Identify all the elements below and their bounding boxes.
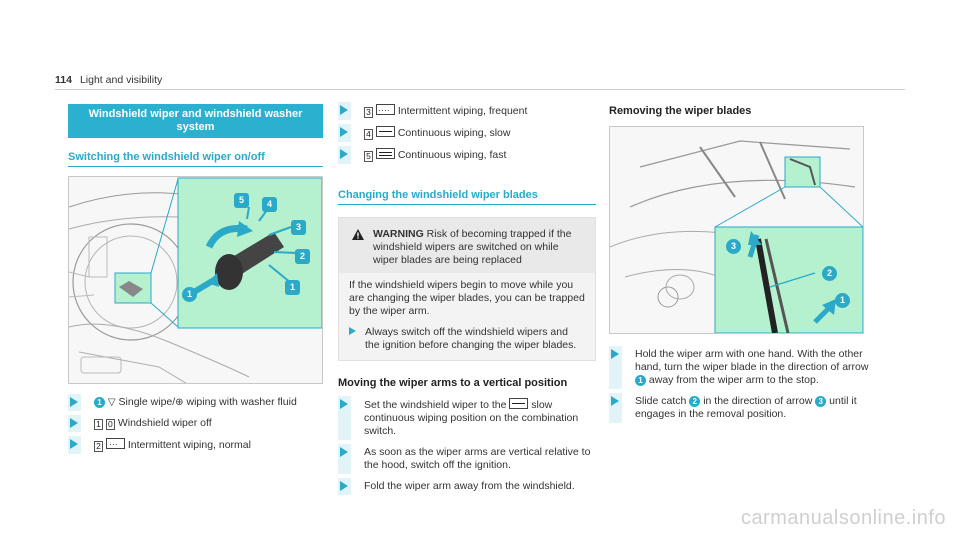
step-intermittent-frequent: 3 ···· Intermittent wiping, frequent [338,102,596,120]
figure-callout-3: 3 [291,220,306,235]
warning-label: WARNING [373,228,424,240]
figure-callout-1-top: 1 [285,280,300,295]
step-arrow-icon [70,397,78,407]
figure-callout-2: 2 [295,249,310,264]
page-number: 114 [55,74,72,86]
single-wipe-text: Single wipe/ [115,396,176,408]
figure-callout-1-bottom: 1 [182,287,197,302]
key-position-2: 2 [94,441,103,452]
set-slow-text-b: slow continuous wiping position on the c… [364,399,579,437]
heading-removing-blades: Removing the wiper blades [609,105,752,117]
step-wiper-off: 1 0 Windshield wiper off [68,415,323,432]
warning-triangle-icon [352,229,364,244]
warning-step-text: Always switch off the windshield wipers … [365,326,577,351]
continuous-fast-text: Continuous wiping, fast [394,149,507,161]
step-arrow-icon [340,481,348,491]
figure-combination-switch: 5 4 3 2 1 1 [68,176,323,384]
slide-catch-text-c: until it engages in the removal position… [635,395,857,420]
washer-text: wiping with washer fluid [183,396,297,408]
slide-catch-text-b: in the direction of arrow [700,395,816,407]
fold-arm-text: Fold the wiper arm away from the windshi… [364,480,575,492]
callout-3: 3 [815,396,827,407]
continuous-slow-icon [375,126,395,137]
intermittent-normal-icon: ··· [105,438,125,449]
step-arrow-icon [611,396,619,406]
figure-callout-2: 2 [822,266,837,281]
column-changing-blades: 3 ···· Intermittent wiping, frequent 4 C… [338,102,596,501]
chapter-title: Light and visibility [79,74,163,86]
single-wipe-icon: ▽ [107,397,116,408]
figure-callout-1: 1 [835,293,850,308]
header-divider [55,89,905,90]
step-arrow-icon [340,447,348,457]
key-position-3: 3 [364,107,373,118]
intermittent-frequent-icon: ···· [375,104,395,115]
warning-box: WARNING Risk of becoming trapped if the … [338,217,596,361]
figure-callout-5: 5 [234,193,249,208]
warning-header: WARNING Risk of becoming trapped if the … [339,218,595,273]
wiper-speed-steps: 3 ···· Intermittent wiping, frequent 4 C… [338,102,596,164]
step-hold-arm: Hold the wiper arm with one hand. With t… [609,346,869,389]
warning-text: If the windshield wipers begin to move w… [349,279,585,317]
step-arrow-icon [349,327,356,335]
key-position-4: 4 [364,129,373,140]
step-single-wipe: 1 ▽ Single wipe/⊕ wiping with washer flu… [68,394,323,411]
key-position-0: 0 [105,419,115,430]
wiper-mode-steps: 1 ▽ Single wipe/⊕ wiping with washer flu… [68,394,323,454]
figure-wiper-blade: 3 2 1 [609,126,864,334]
step-fold-arm: Fold the wiper arm away from the windshi… [338,478,596,495]
step-arrow-icon [340,399,348,409]
car-front-illustration [610,127,863,333]
step-arrow-icon [611,349,619,359]
step-arrow-icon [340,149,348,159]
step-set-slow: Set the windshield wiper to the slow con… [338,396,596,440]
heading-moving-arms: Moving the wiper arms to a vertical posi… [338,377,568,389]
warning-step: Always switch off the windshield wipers … [349,326,585,352]
warning-headline: Risk of becoming trapped if the windshie… [373,228,572,266]
step-arrow-icon [340,127,348,137]
key-position-1: 1 [94,419,103,430]
continuous-slow-text: Continuous wiping, slow [394,127,511,139]
switch-off-text: As soon as the wiper arms are vertical r… [364,446,591,471]
continuous-slow-icon [509,398,529,409]
step-arrow-icon [340,105,348,115]
column-removing-blades: Removing the wiper blades 3 2 [609,104,869,429]
key-position-5: 5 [364,151,373,162]
watermark: carmanualsonline.info [740,507,946,529]
intermittent-normal-text: Intermittent wiping, normal [124,439,251,451]
step-continuous-slow: 4 Continuous wiping, slow [338,124,596,142]
wiper-off-text: Windshield wiper off [114,417,212,429]
slide-catch-text-a: Slide catch [635,395,690,407]
figure-callout-3: 3 [726,239,741,254]
step-switch-off-ignition: As soon as the wiper arms are vertical r… [338,444,596,474]
hold-arm-text-b: away from the wiper arm to the stop. [646,374,819,386]
figure-callout-4: 4 [262,197,277,212]
column-wiper-switch: Windshield wiper and windshield washer s… [68,104,323,460]
step-arrow-icon [70,439,78,449]
callout-2: 2 [689,396,701,407]
step-continuous-fast: 5 Continuous wiping, fast [338,146,596,164]
step-intermittent-normal: 2 ··· Intermittent wiping, normal [68,436,323,454]
removing-steps: Hold the wiper arm with one hand. With t… [609,346,869,423]
continuous-fast-icon [375,148,395,159]
hold-arm-text-a: Hold the wiper arm with one hand. With t… [635,348,869,373]
subheading-switching: Switching the windshield wiper on/off [68,150,323,167]
section-title: Windshield wiper and windshield washer s… [68,104,323,138]
subheading-changing-blades: Changing the windshield wiper blades [338,188,596,205]
warning-body: If the windshield wipers begin to move w… [339,273,595,360]
moving-steps: Set the windshield wiper to the slow con… [338,396,596,495]
callout-1: 1 [94,397,105,408]
page-header: 114 Light and visibility [55,74,162,87]
callout-1: 1 [635,375,646,386]
intermittent-frequent-text: Intermittent wiping, frequent [394,105,528,117]
washer-fluid-icon: ⊕ [175,397,184,408]
step-arrow-icon [70,418,78,428]
step-slide-catch: Slide catch 2 in the direction of arrow … [609,393,869,423]
set-slow-text-a: Set the windshield wiper to the [364,399,510,411]
